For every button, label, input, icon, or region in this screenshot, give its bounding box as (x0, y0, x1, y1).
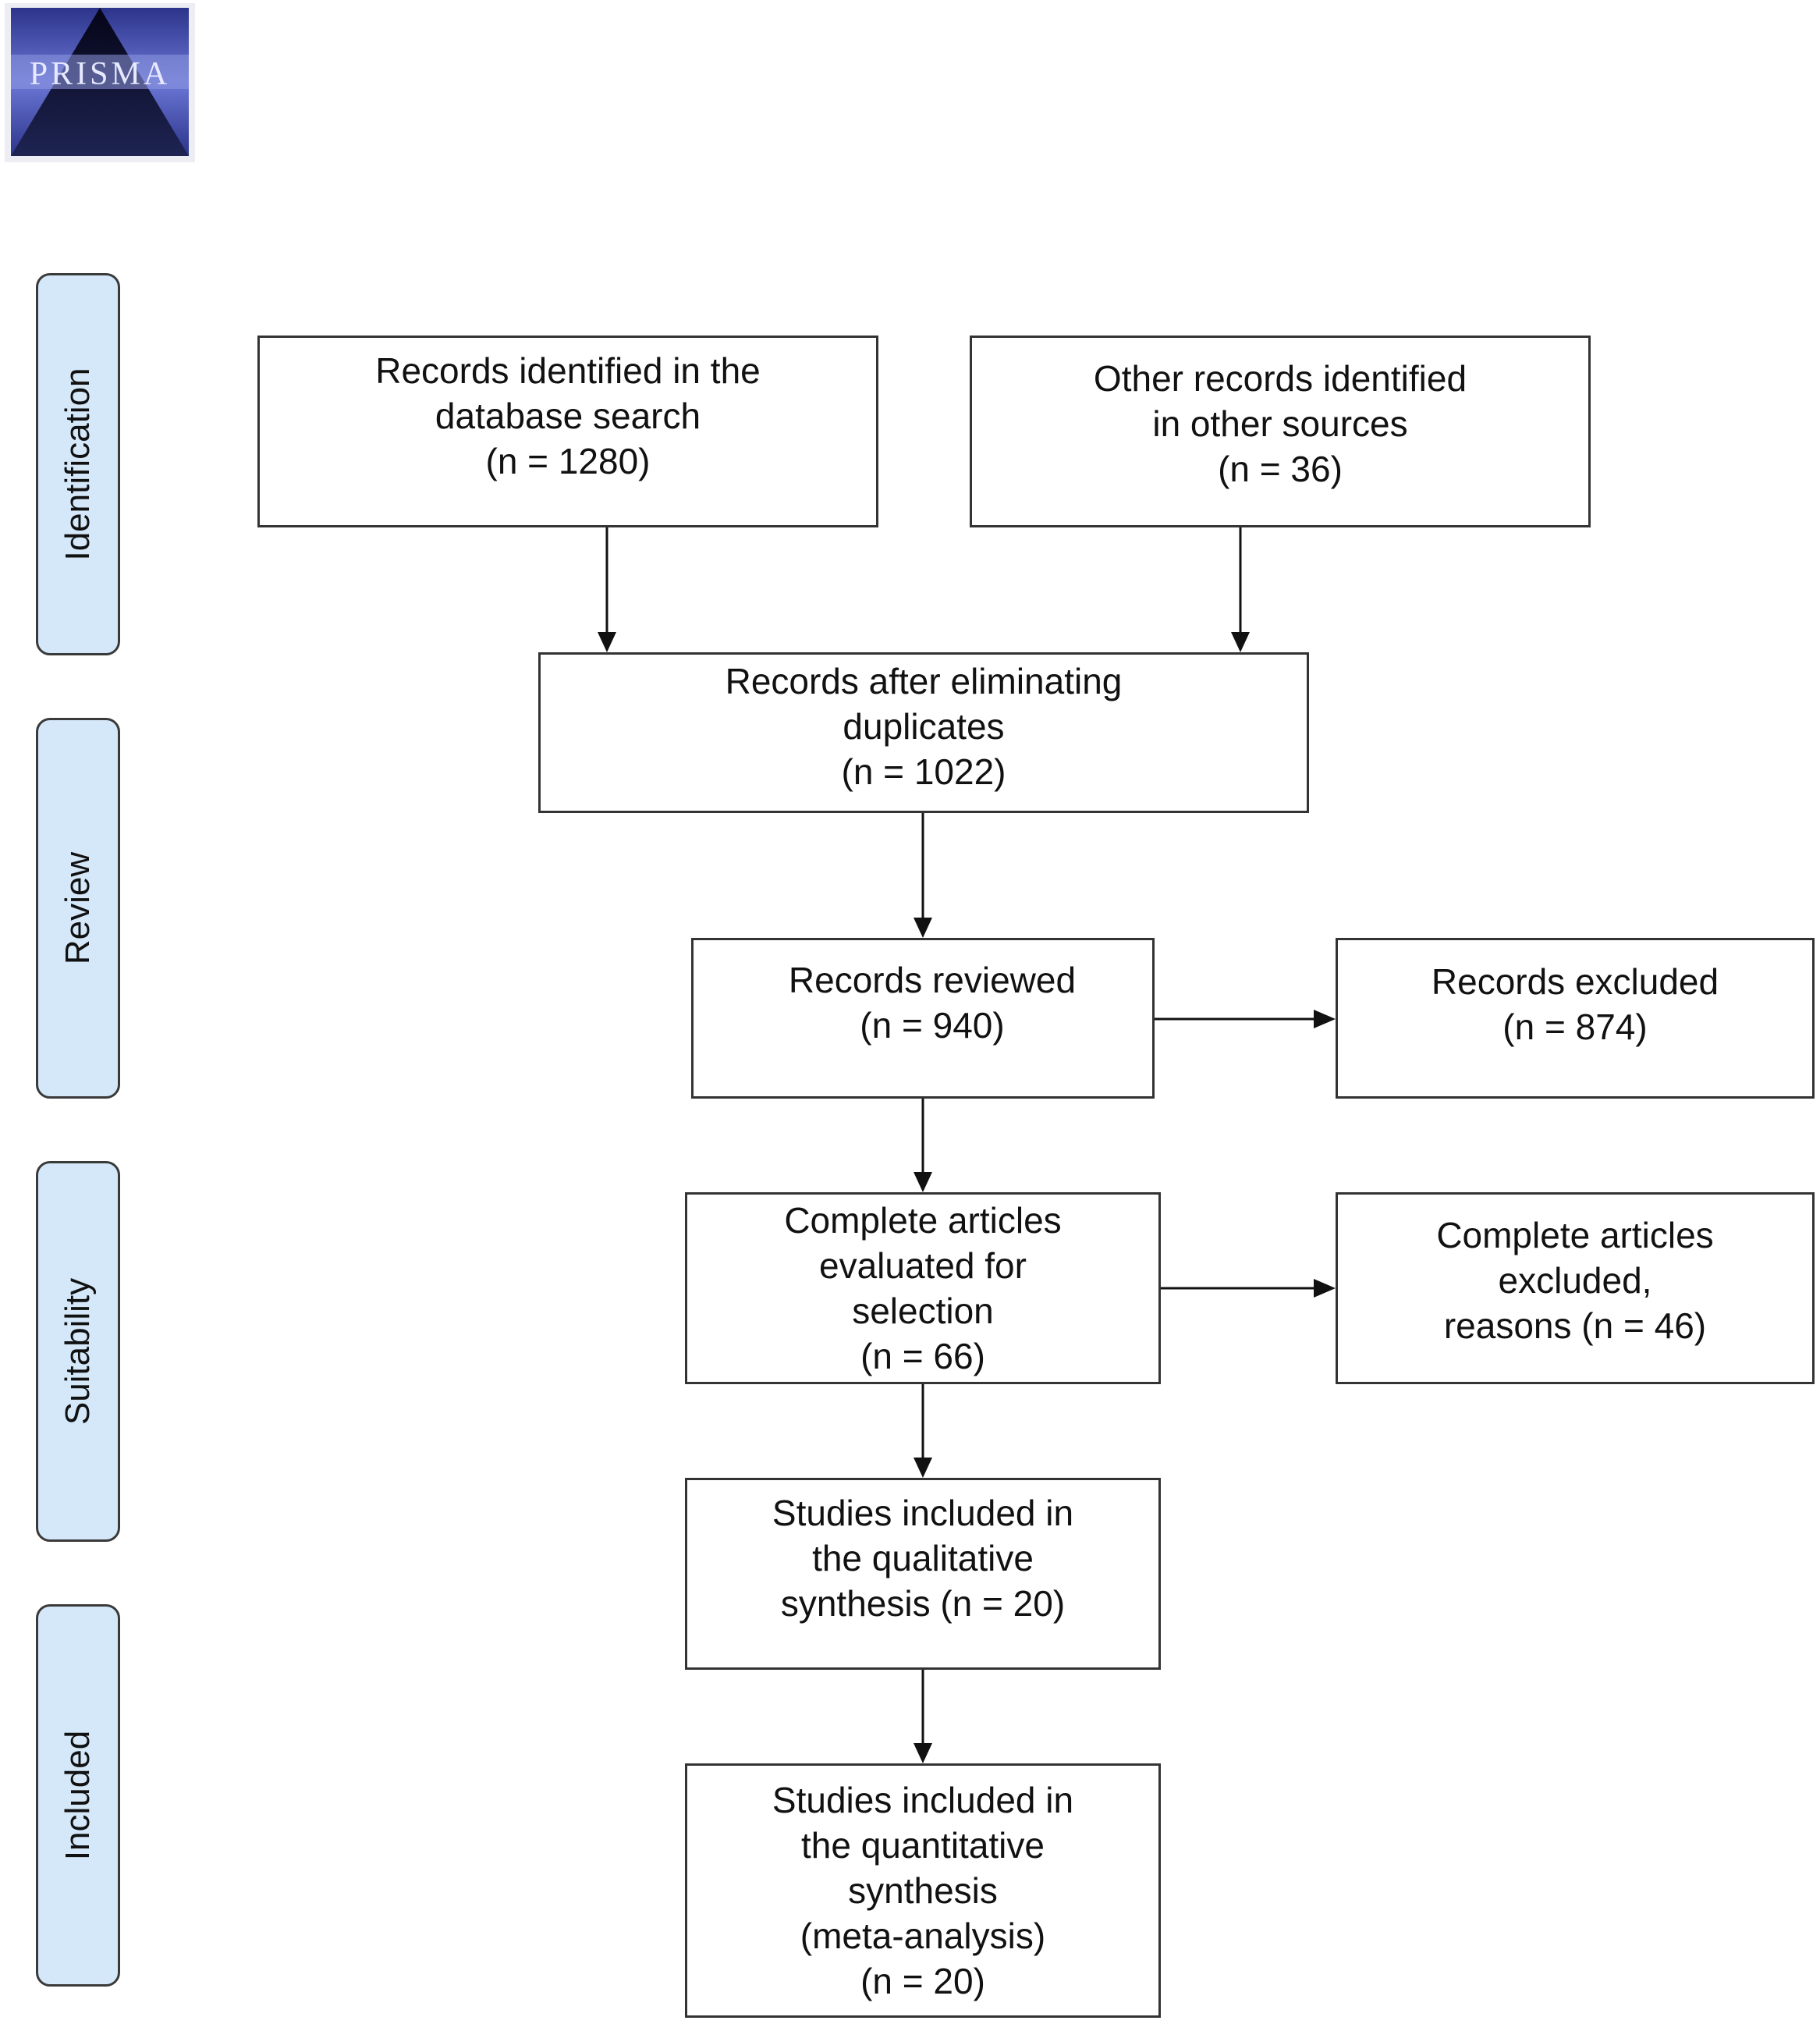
arrowhead (914, 1172, 932, 1192)
stage-suitability: Suitability (36, 1161, 120, 1542)
arrowhead (914, 1458, 932, 1478)
box-text: Complete articles evaluated for selectio… (784, 1200, 1062, 1376)
box-other-sources: Other records identified in other source… (970, 336, 1591, 527)
box-text: Records excluded (n = 874) (1431, 961, 1719, 1047)
stage-label: Suitability (59, 1277, 97, 1426)
arrowhead (914, 918, 932, 938)
stage-label: Review (59, 851, 97, 965)
arrowhead (1314, 1010, 1336, 1028)
prisma-logo: PRISMA (5, 3, 195, 162)
box-text: Studies included in the qualitative synt… (772, 1493, 1074, 1624)
box-fulltext-excluded: Complete articles excluded, reasons (n =… (1336, 1192, 1815, 1384)
box-fulltext-evaluated: Complete articles evaluated for selectio… (685, 1192, 1161, 1384)
box-text: Complete articles excluded, reasons (n =… (1436, 1215, 1714, 1346)
stage-label: Identification (59, 368, 97, 561)
stage-label: Included (59, 1730, 97, 1861)
arrowhead (1231, 632, 1250, 652)
box-text: Records after eliminating duplicates (n … (725, 661, 1123, 792)
box-text: Records identified in the database searc… (375, 350, 761, 481)
box-records-reviewed: Records reviewed (n = 940) (691, 938, 1155, 1099)
arrowhead (1314, 1279, 1336, 1298)
stage-review: Review (36, 718, 120, 1099)
stage-identification: Identification (36, 273, 120, 655)
logo-text: PRISMA (30, 56, 170, 92)
box-qualitative-synthesis: Studies included in the qualitative synt… (685, 1478, 1161, 1670)
box-text: Studies included in the quantitative syn… (772, 1780, 1074, 2001)
box-records-excluded: Records excluded (n = 874) (1336, 938, 1815, 1099)
box-database-search: Records identified in the database searc… (257, 336, 878, 527)
box-quantitative-synthesis: Studies included in the quantitative syn… (685, 1763, 1161, 2018)
box-text: Other records identified in other source… (1093, 358, 1467, 489)
arrowhead (914, 1743, 932, 1763)
box-after-duplicates: Records after eliminating duplicates (n … (538, 652, 1309, 813)
box-text: Records reviewed (n = 940) (788, 960, 1077, 1046)
stage-included: Included (36, 1604, 120, 1987)
arrowhead (598, 632, 616, 652)
